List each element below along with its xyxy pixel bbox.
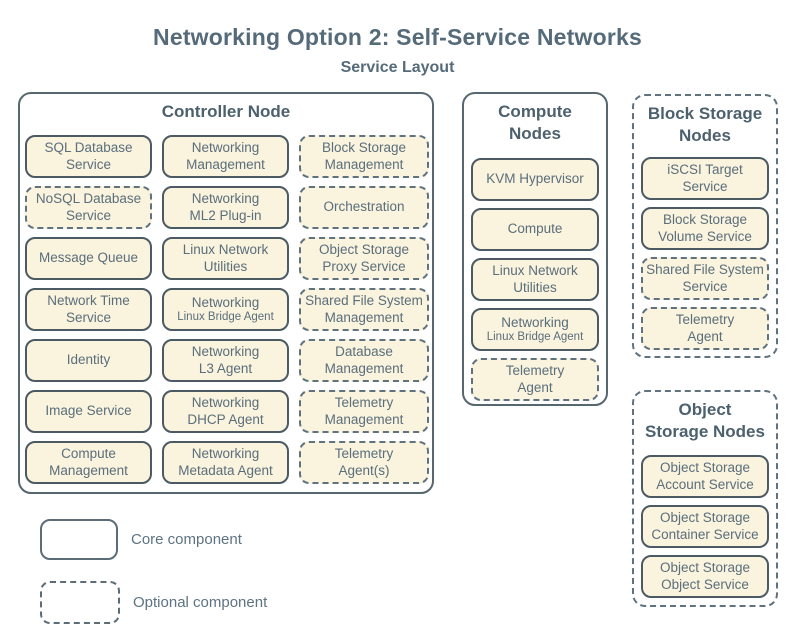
service-label: Telemetry Management	[324, 395, 404, 427]
service-sql-database: SQL Database Service	[25, 135, 152, 178]
compute-nodes-container: Compute Nodes KVM Hypervisor Compute Lin…	[462, 92, 608, 406]
service-networking-l3-agent: Networking L3 Agent	[162, 339, 289, 382]
service-object-storage-proxy: Object Storage Proxy Service	[299, 237, 429, 280]
service-label: Networking Management	[186, 140, 265, 172]
service-message-queue: Message Queue	[25, 237, 152, 280]
service-sublabel: Linux Bridge Agent	[177, 310, 274, 323]
service-network-time: Network Time Service	[25, 288, 152, 331]
service-label: NoSQL Database Service	[35, 191, 142, 223]
service-label: Block Storage Volume Service	[658, 212, 752, 244]
service-label: Block Storage Management	[321, 140, 407, 172]
object-storage-nodes-container: Object Storage Nodes Object Storage Acco…	[632, 390, 778, 607]
service-label: Compute Management	[49, 446, 128, 478]
service-iscsi-target: iSCSI Target Service	[641, 157, 769, 200]
service-orchestration: Orchestration	[299, 186, 429, 229]
service-label: Object Storage Container Service	[651, 510, 759, 542]
service-block-storage-volume: Block Storage Volume Service	[641, 207, 769, 250]
service-label: Image Service	[45, 403, 132, 419]
service-kvm-hypervisor: KVM Hypervisor	[471, 158, 599, 201]
service-label: Shared File System Management	[305, 293, 423, 325]
service-label: Network Time Service	[47, 293, 130, 325]
core-component-swatch	[40, 519, 118, 560]
controller-node-container: Controller Node SQL Database Service Net…	[18, 92, 434, 494]
service-networking-management: Networking Management	[162, 135, 289, 178]
service-identity: Identity	[25, 339, 152, 382]
compute-services-list: KVM Hypervisor Compute Linux Network Uti…	[464, 158, 606, 401]
service-shared-file-system-management: Shared File System Management	[299, 288, 429, 331]
service-sublabel: Linux Bridge Agent	[486, 330, 584, 343]
core-component-label: Core component	[131, 531, 242, 548]
service-label: Networking Metadata Agent	[178, 446, 273, 478]
service-compute: Compute	[471, 208, 599, 251]
service-telemetry-management: Telemetry Management	[299, 390, 429, 433]
service-block-storage-management: Block Storage Management	[299, 135, 429, 178]
service-label: Compute	[507, 221, 563, 237]
controller-services-grid: SQL Database Service Networking Manageme…	[25, 135, 429, 484]
service-label: Networking L3 Agent	[191, 344, 260, 376]
service-label: Identity	[66, 352, 111, 368]
service-object-storage-account: Object Storage Account Service	[641, 455, 769, 498]
service-label: Networking ML2 Plug-in	[189, 191, 262, 223]
diagram-title: Networking Option 2: Self-Service Networ…	[153, 24, 642, 50]
service-label: Networking DHCP Agent	[187, 395, 264, 427]
service-label: SQL Database Service	[44, 140, 133, 172]
service-label: Telemetry Agent	[675, 312, 735, 344]
service-label: Database Management	[324, 344, 404, 376]
service-label: Orchestration	[323, 199, 405, 215]
service-linux-network-utilities: Linux Network Utilities	[471, 258, 599, 301]
service-telemetry-agents: Telemetry Agent(s)	[299, 441, 429, 484]
diagram-subtitle: Service Layout	[340, 59, 455, 76]
service-label: KVM Hypervisor	[486, 171, 584, 187]
optional-component-label: Optional component	[133, 594, 268, 611]
service-label: Object Storage Proxy Service	[318, 242, 410, 274]
service-object-storage-container: Object Storage Container Service	[641, 505, 769, 548]
service-label: Shared File System Service	[646, 262, 764, 294]
service-linux-network-utilities: Linux Network Utilities	[162, 237, 289, 280]
service-label: Linux Network Utilities	[492, 263, 578, 295]
service-database-management: Database Management	[299, 339, 429, 382]
service-label: Object Storage Object Service	[659, 560, 751, 592]
block-storage-nodes-container: Block Storage Nodes iSCSI Target Service…	[632, 94, 778, 358]
block-storage-nodes-title: Block Storage Nodes	[647, 104, 763, 146]
service-label: Networking	[501, 314, 569, 330]
service-nosql-database: NoSQL Database Service	[25, 186, 152, 229]
service-label: Networking	[191, 294, 260, 310]
service-label: Object Storage Account Service	[656, 460, 754, 492]
service-telemetry-agent: Telemetry Agent	[641, 307, 769, 350]
service-label: Linux Network Utilities	[182, 242, 269, 274]
legend-optional-item: Optional component	[40, 581, 267, 624]
service-label: Message Queue	[38, 250, 139, 266]
service-compute-management: Compute Management	[25, 441, 152, 484]
service-object-storage-object: Object Storage Object Service	[641, 555, 769, 598]
service-telemetry-agent: Telemetry Agent	[471, 358, 599, 401]
service-networking-metadata-agent: Networking Metadata Agent	[162, 441, 289, 484]
object-storage-nodes-title: Object Storage Nodes	[645, 400, 765, 442]
object-storage-services-list: Object Storage Account Service Object St…	[634, 455, 776, 598]
service-networking-dhcp-agent: Networking DHCP Agent	[162, 390, 289, 433]
service-label: iSCSI Target Service	[667, 162, 743, 194]
optional-component-swatch	[40, 581, 120, 624]
block-storage-services-list: iSCSI Target Service Block Storage Volum…	[634, 157, 776, 350]
controller-node-title: Controller Node	[161, 102, 291, 121]
service-image-service: Image Service	[25, 390, 152, 433]
service-label: Telemetry Agent	[505, 363, 565, 395]
compute-nodes-title: Compute Nodes	[498, 102, 572, 144]
service-label: Telemetry Agent(s)	[334, 446, 394, 478]
legend-core-item: Core component	[40, 519, 242, 560]
service-networking-ml2-plugin: Networking ML2 Plug-in	[162, 186, 289, 229]
service-shared-file-system: Shared File System Service	[641, 257, 769, 300]
